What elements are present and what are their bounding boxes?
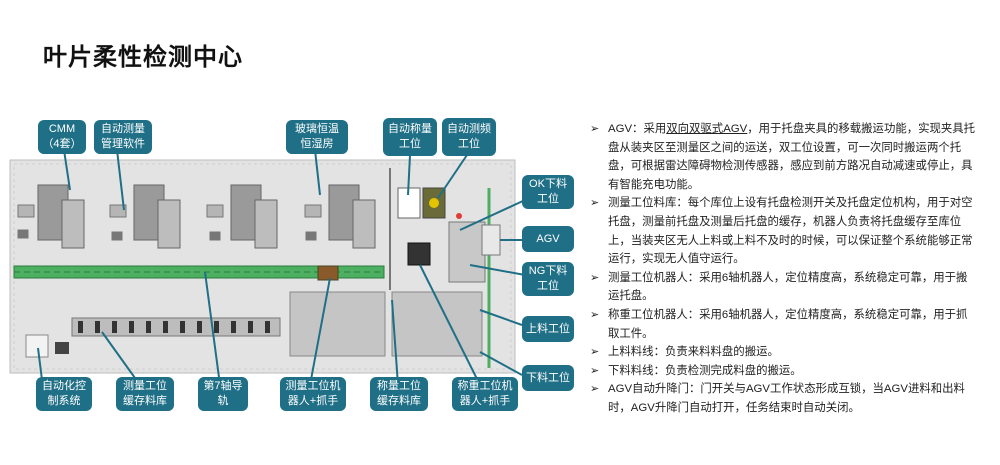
page-title: 叶片柔性检测中心 [43,44,243,71]
callout-auto-freq: 自动测频 工位 [442,118,496,156]
pointer-lines [37,149,526,386]
callout-unload-station: 下料工位 [522,365,574,391]
callout-auto-control: 自动化控 制系统 [36,377,92,411]
desc-item-agv-door: ➢AGV自动升降门：门开关与AGV工作状态形成互锁，当AGV进料和出料时，AGV… [590,383,965,414]
ok-ng-rack [448,221,486,283]
desc-item-weigh-robot: ➢称重工位机器人：采用6轴机器人，定位精度高，系统稳定可靠，用于抓取工件。 [590,308,968,340]
desc-item-measure-buffer: ➢测量工位料库：每个库位上设有托盘检测开关及托盘定位机构，用于对空托盘，测量前托… [590,197,973,266]
measure-buffer-rack [71,317,281,337]
callout-weigh-robot: 称重工位机 器人+抓手 [452,377,518,411]
layout-diagram: CMM （4套） 自动测量 管理软件 玻璃恒温 恒湿房 自动称量 工位 自动测频… [9,118,574,411]
rail-robot [317,265,339,281]
callout-axis7: 第7轴导 轨 [198,377,248,411]
control-cabinet [25,334,49,358]
callout-weigh-buffer: 称量工位 缓存料库 [370,377,428,411]
callout-glass-room: 玻璃恒温 恒湿房 [286,120,348,154]
weigh-robot [407,242,431,266]
desc-item-measure-robot: ➢测量工位机器人：采用6轴机器人，定位精度高，系统稳定可靠，用于搬运托盘。 [590,271,968,303]
callout-auto-weigh: 自动称量 工位 [383,118,437,156]
callout-auto-measure-software: 自动测量 管理软件 [94,120,152,154]
callout-measure-robot: 测量工位机 器人+抓手 [280,377,346,411]
callout-cmm: CMM （4套） [38,120,86,154]
callout-ok-unload: OK下料 工位 [522,175,574,209]
desc-item-load-line: ➢上料料线：负责来料料盘的搬运。 [590,346,779,359]
floor-plan [9,149,526,386]
desc-item-unload-line: ➢下料料线：负责检测完成料盘的搬运。 [590,364,802,377]
cmm-machines [37,184,376,249]
conveyor-lines [289,291,483,357]
description-list: ➢AGV：采用双向双驱式AGV，用于托盘夹具的移载搬运功能，实现夹具托盘从装夹区… [588,120,978,418]
workstations [17,204,322,241]
callout-agv: AGV [522,226,574,252]
desc-item-agv: ➢AGV：采用双向双驱式AGV，用于托盘夹具的移载搬运功能，实现夹具托盘从装夹区… [590,123,976,191]
callout-load-station: 上料工位 [522,316,574,342]
callout-ng-unload: NG下料 工位 [522,262,574,296]
callout-measure-buffer: 测量工位 缓存料库 [116,377,174,411]
